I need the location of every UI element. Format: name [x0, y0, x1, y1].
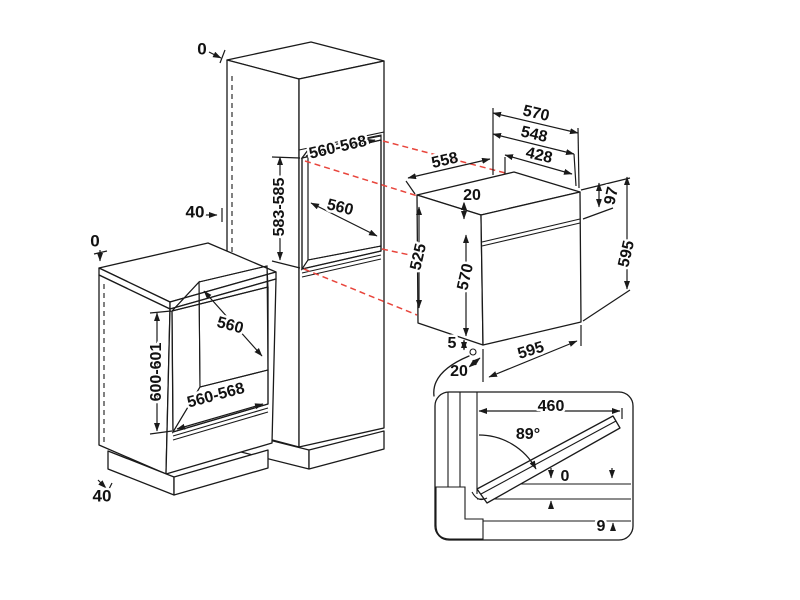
base-cabinet: 0 40 600-601 560-568 560 [88, 229, 277, 508]
oven-detail-reference-point [469, 348, 477, 356]
dim-tall-top-clearance: 0 [197, 39, 206, 58]
oven-control-panel-line-2 [481, 222, 581, 247]
dim-oven-bottom-offset: 20 [450, 363, 468, 380]
dim-oven-top-offset: 20 [463, 187, 481, 204]
oven-door-face [480, 191, 582, 346]
door-opening-detail: 460 89° 0 9 [433, 355, 634, 541]
oven-dimensions: 570 548 428 558 20 97 595 525 [405, 100, 641, 383]
dim-detail-clearance-zero: 0 [561, 468, 570, 485]
dim-detail-open-depth: 460 [538, 398, 565, 415]
projection-line-bottom-left [303, 268, 418, 316]
detail-door-inner-line [480, 420, 617, 495]
dim-oven-height: 595 [615, 239, 638, 269]
detail-cabinet-section-gray [435, 486, 484, 540]
dim-tall-niche-height: 583-585 [271, 178, 288, 237]
dim-detail-open-angle: 89° [516, 426, 540, 443]
detail-dimensions: 460 89° 0 9 [478, 396, 623, 538]
dim-base-niche-height: 600-601 [148, 343, 165, 402]
tall-cabinet-plinth-front [308, 430, 385, 470]
dim-base-plinth-recess: 40 [93, 486, 112, 505]
dim-oven-panel-height: 97 [601, 185, 622, 206]
dim-oven-width: 595 [516, 339, 547, 363]
detail-angle-arc [478, 434, 537, 470]
dim-base-top-clearance: 0 [90, 231, 99, 250]
dim-tall-rear-gap: 40 [186, 202, 205, 221]
detail-door-hinge-curve [471, 491, 488, 501]
dim-oven-depth-body: 548 [519, 123, 549, 146]
oven: 570 548 428 558 20 97 595 525 [405, 100, 641, 383]
dim-oven-depth-total: 570 [521, 102, 551, 125]
base-cabinet-plinth-front [173, 449, 269, 496]
dim-oven-top-depth: 558 [430, 149, 460, 172]
dim-oven-foot-gap: 5 [448, 335, 457, 352]
tall-niche-floor-edge-2 [301, 254, 382, 274]
detail-leader-line [433, 355, 470, 397]
oven-control-panel-line-1 [481, 218, 581, 243]
dim-detail-clearance-bottom: 9 [597, 518, 606, 535]
